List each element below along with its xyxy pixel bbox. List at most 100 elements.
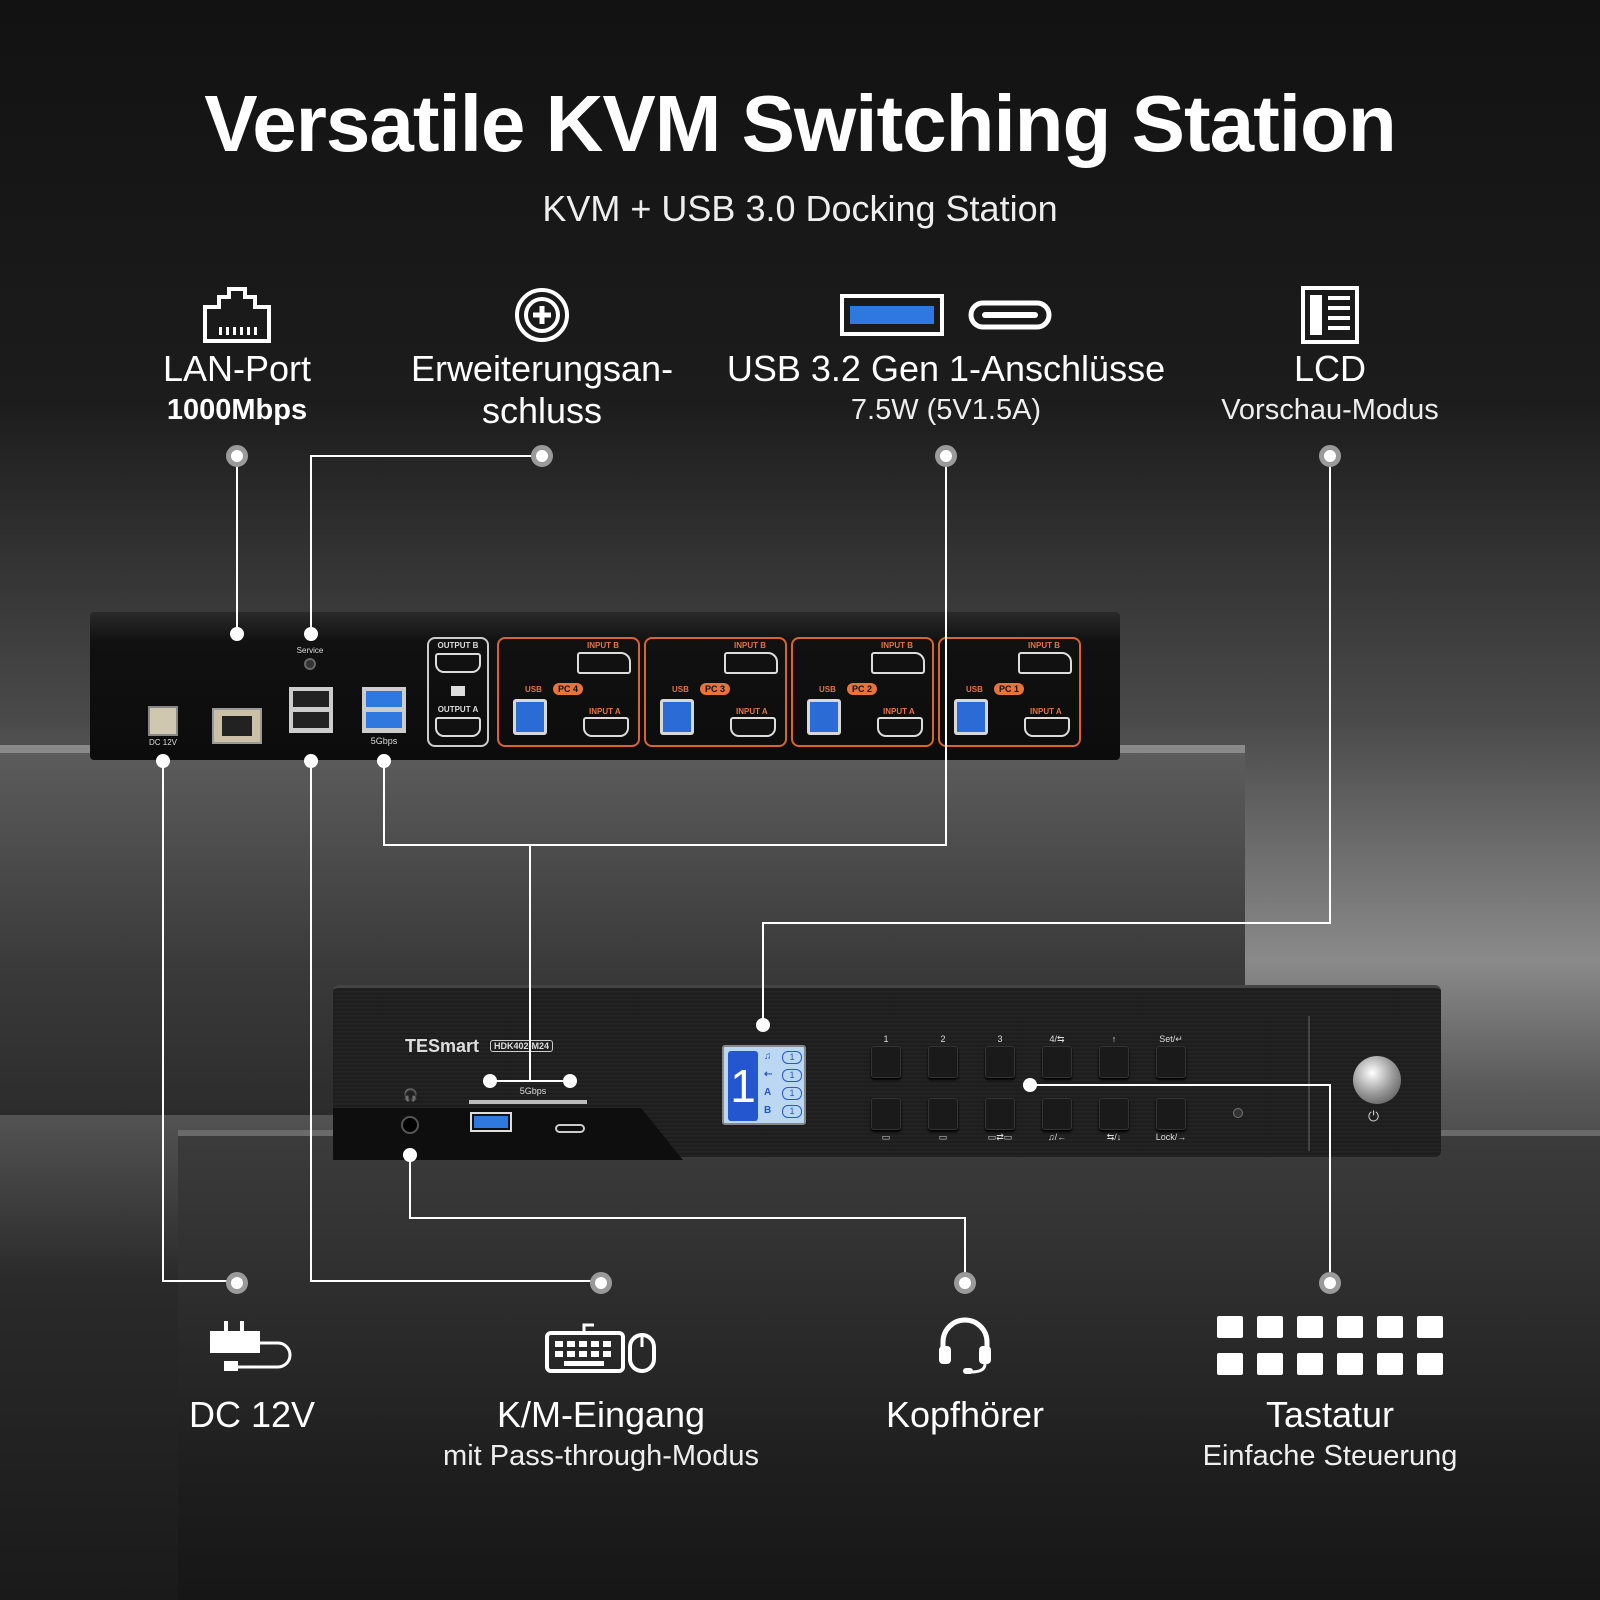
- button-label: ▭: [938, 1132, 948, 1142]
- anchor-dot: [1023, 1078, 1037, 1092]
- front-button-bottom-5[interactable]: [1099, 1098, 1129, 1130]
- front-button-top-5[interactable]: [1099, 1046, 1129, 1078]
- anchor-dot: [483, 1074, 497, 1088]
- front-button-top-4[interactable]: [1042, 1046, 1072, 1078]
- usb-b-port: [954, 699, 988, 735]
- dc-power-jack: [148, 706, 178, 736]
- usb-icon: ⇠: [764, 1069, 773, 1080]
- callout-dot: [1319, 1272, 1341, 1294]
- feature-label: USB 3.2 Gen 1-Anschlüsse: [726, 348, 1166, 389]
- line-usb: [383, 456, 947, 846]
- button-label: 2: [940, 1034, 946, 1044]
- lcd-value: 1: [782, 1087, 802, 1100]
- anchor-dot: [230, 627, 244, 641]
- monitor-icon: [451, 686, 465, 696]
- feature-label: LAN-Port: [162, 348, 312, 389]
- headset-icon: [755, 1310, 1175, 1380]
- button-label: 1: [883, 1034, 889, 1044]
- feature-lan: LAN-Port 1000Mbps: [27, 282, 447, 430]
- hdmi-input-a: [1024, 717, 1070, 737]
- feature-sublabel: 1000Mbps: [166, 394, 308, 426]
- front-button-bottom-4[interactable]: [1042, 1098, 1072, 1130]
- front-button-top-2[interactable]: [928, 1046, 958, 1078]
- anchor-dot: [156, 754, 170, 768]
- usb-b-port: [807, 699, 841, 735]
- background-shelf-lower: [178, 1130, 1600, 1600]
- model-badge: HDK402-M24: [490, 1040, 554, 1052]
- callout-dot: [1319, 445, 1341, 467]
- monitor-b-icon: B: [764, 1105, 772, 1116]
- dc-label: DC 12V: [148, 738, 177, 747]
- lan-port: [212, 708, 262, 744]
- button-label: ▭⇄▭: [987, 1132, 1013, 1142]
- feature-label: DC 12V: [188, 1394, 316, 1435]
- displayport-input-b: [871, 652, 925, 674]
- feature-lcd: LCD Vorschau-Modus: [1120, 282, 1540, 430]
- front-button-top-3[interactable]: [985, 1046, 1015, 1078]
- button-label: 3: [997, 1034, 1003, 1044]
- hdmi-output-a: [435, 717, 481, 737]
- button-label: Set/↵: [1159, 1034, 1183, 1044]
- anchor-dot: [377, 754, 391, 768]
- ethernet-port-icon: [27, 282, 447, 348]
- callout-dot: [954, 1272, 976, 1294]
- pc-badge: PC 1: [994, 683, 1025, 695]
- input-a-label: INPUT A: [1030, 707, 1062, 716]
- callout-dot: [590, 1272, 612, 1294]
- feature-sublabel: mit Pass-through-Modus: [443, 1440, 759, 1472]
- anchor-dot: [403, 1148, 417, 1162]
- brand-logo: TESmart: [405, 1036, 480, 1056]
- lcd-value: 1: [782, 1105, 802, 1118]
- headphone-jack: [401, 1116, 419, 1134]
- input-a-label: INPUT A: [589, 707, 621, 716]
- pc-badge: PC 4: [553, 683, 584, 695]
- line-lcd: [762, 456, 1331, 1025]
- feature-label: Kopfhörer: [885, 1394, 1045, 1435]
- lcd-value: 1: [782, 1069, 802, 1082]
- lcd-channel: 1: [728, 1051, 758, 1121]
- input-b-label: INPUT B: [587, 641, 619, 650]
- monitor-a-icon: A: [764, 1087, 772, 1098]
- ir-sensor: [1233, 1108, 1243, 1118]
- line-dc: [162, 761, 237, 1282]
- output-group: OUTPUT B OUTPUT A: [427, 637, 489, 747]
- keyboard-mouse-icon: [391, 1310, 811, 1380]
- front-button-bottom-1[interactable]: [871, 1098, 901, 1130]
- line-expansion: [310, 455, 542, 633]
- feature-usb: USB 3.2 Gen 1-Anschlüsse 7.5W (5V1.5A): [686, 282, 1206, 430]
- page-title: Versatile KVM Switching Station: [204, 79, 1396, 168]
- output-a-label: OUTPUT A: [437, 705, 479, 714]
- keypad-icon: [1120, 1310, 1540, 1380]
- anchor-dot: [304, 754, 318, 768]
- front-usb-c-port: [555, 1124, 585, 1133]
- line-usb-front: [490, 845, 570, 1082]
- usb-ports-icon: [686, 282, 1206, 348]
- kvm-front-panel: TESmart HDK402-M24 🎧 5Gbps ⏻ 1▭2▭3▭⇄▭4/⇆…: [333, 985, 1441, 1160]
- audio-ch-icon: ♫: [764, 1051, 772, 1062]
- anchor-dot: [563, 1074, 577, 1088]
- power-icon: ⏻: [1368, 1108, 1380, 1124]
- power-knob[interactable]: [1353, 1056, 1401, 1104]
- feature-label: Erweiterungsan-: [410, 348, 674, 389]
- front-button-top-1[interactable]: [871, 1046, 901, 1078]
- feature-label: Tastatur: [1265, 1394, 1395, 1435]
- callout-dot: [935, 445, 957, 467]
- callout-dot: [531, 445, 553, 467]
- feature-sublabel: Einfache Steuerung: [1202, 1440, 1458, 1472]
- front-button-bottom-3[interactable]: [985, 1098, 1015, 1130]
- feature-expansion: Erweiterungsan- schluss: [332, 282, 752, 432]
- front-button-bottom-6[interactable]: [1156, 1098, 1186, 1130]
- input-a-label: INPUT A: [883, 707, 915, 716]
- button-label: ↑: [1111, 1034, 1117, 1044]
- panel-divider: [1308, 1016, 1310, 1151]
- input-b-label: INPUT B: [1028, 641, 1060, 650]
- front-button-bottom-2[interactable]: [928, 1098, 958, 1130]
- line-headphone: [409, 1155, 966, 1283]
- line-km: [310, 761, 601, 1282]
- front-button-top-6[interactable]: [1156, 1046, 1186, 1078]
- feature-dc: DC 12V: [42, 1310, 462, 1436]
